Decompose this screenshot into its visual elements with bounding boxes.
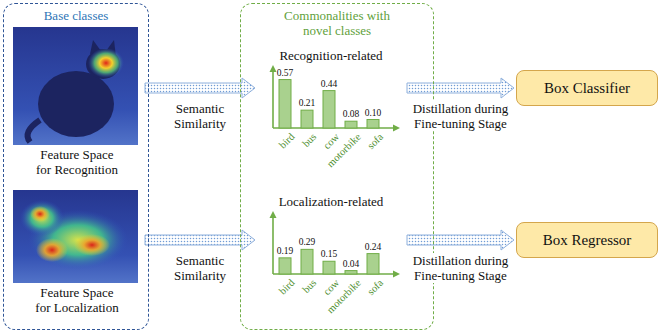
image-caption: Feature Space for Localization xyxy=(32,285,122,315)
group-title: Commonalities with novel classes xyxy=(275,8,400,38)
image-caption: Feature Space for Recognition xyxy=(32,147,122,177)
bar-value: 0.21 xyxy=(292,98,322,109)
chart-title: Recognition-related xyxy=(257,48,405,63)
bar-value: 0.08 xyxy=(336,109,366,120)
bar-value: 0.10 xyxy=(358,108,388,119)
y-axis xyxy=(272,70,274,128)
bar xyxy=(301,110,313,128)
y-axis xyxy=(272,216,274,274)
bar-value: 0.24 xyxy=(358,242,388,253)
bar xyxy=(301,249,313,274)
feature-map-panel: Feature Space for Recognition xyxy=(11,25,143,177)
edge-label: Semantic Similarity xyxy=(165,101,235,131)
group-box: Base classesFeature Space for Recognitio… xyxy=(3,3,149,330)
output-box: Box Regressor xyxy=(516,222,658,258)
block-arrow xyxy=(145,230,255,250)
block-arrow xyxy=(407,230,514,250)
axis-arrowhead xyxy=(270,211,277,218)
localization-heatmap xyxy=(13,190,138,283)
recognition-heatmap xyxy=(13,27,138,145)
bar xyxy=(345,121,357,128)
bar xyxy=(279,258,291,274)
bar xyxy=(279,80,291,128)
bar-value: 0.57 xyxy=(270,68,300,79)
axis-arrowhead xyxy=(393,271,400,278)
group-box: Commonalities with novel classesRecognit… xyxy=(240,3,434,330)
category-label: bird xyxy=(277,277,297,297)
category-label: bird xyxy=(277,131,297,151)
axis-arrowhead xyxy=(393,125,400,132)
category-label: sofa xyxy=(365,277,386,298)
bar-chart: Localization-related0.19bird0.29bus0.15c… xyxy=(257,194,405,314)
bar-value: 0.04 xyxy=(336,259,366,270)
bar-value: 0.44 xyxy=(314,79,344,90)
bar-value: 0.19 xyxy=(270,246,300,257)
category-label: sofa xyxy=(365,131,386,152)
feature-map-panel: Feature Space for Localization xyxy=(11,188,143,315)
edge-label: Semantic Similarity xyxy=(165,253,235,283)
edge-label: Distillation during Fine-tuning Stage xyxy=(409,101,513,131)
bar xyxy=(367,120,379,129)
chart-title: Localization-related xyxy=(257,194,405,209)
bar-chart: Recognition-related0.57bird0.21bus0.44co… xyxy=(257,48,405,168)
box-label: Box Regressor xyxy=(543,232,632,249)
category-label: bus xyxy=(301,277,320,296)
bar xyxy=(323,91,335,128)
block-arrow xyxy=(407,78,514,98)
bar xyxy=(367,254,379,274)
group-title: Base classes xyxy=(4,8,148,23)
bar-value: 0.29 xyxy=(292,237,322,248)
bar xyxy=(345,271,357,274)
edge-label: Distillation during Fine-tuning Stage xyxy=(409,253,513,283)
block-arrow xyxy=(145,78,255,98)
output-box: Box Classifier xyxy=(516,70,658,106)
category-label: bus xyxy=(301,131,320,150)
axis-arrowhead xyxy=(270,65,277,72)
box-label: Box Classifier xyxy=(544,80,630,97)
bar-value: 0.15 xyxy=(314,249,344,260)
bar xyxy=(323,261,335,274)
